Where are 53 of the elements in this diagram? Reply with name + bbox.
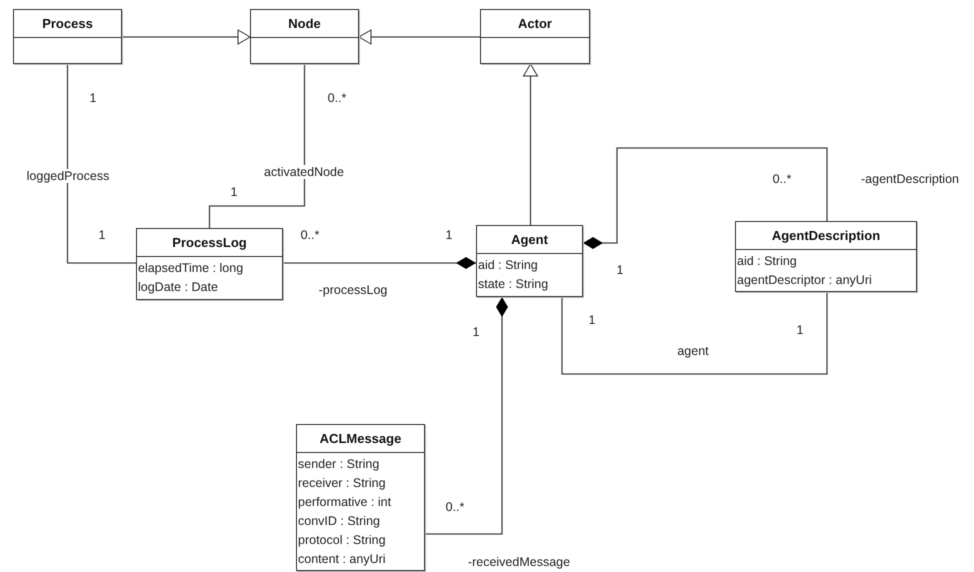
class-name: Process bbox=[14, 10, 121, 38]
composition-line bbox=[583, 147, 828, 249]
generalization-arrow bbox=[122, 30, 250, 44]
generalization-arrow bbox=[358, 30, 480, 44]
class-box bbox=[13, 9, 122, 64]
attribute-text: agentDescriptor : anyUri bbox=[737, 272, 873, 289]
association-line bbox=[66, 64, 136, 264]
class-name: Agent bbox=[477, 226, 582, 254]
multiplicity-label: 1 bbox=[88, 91, 98, 105]
edge-label: -processLog bbox=[318, 283, 388, 297]
generalization-arrow bbox=[523, 64, 538, 225]
multiplicity-label: 1 bbox=[230, 185, 238, 199]
association-line bbox=[208, 64, 306, 228]
class-name: ProcessLog bbox=[137, 229, 282, 257]
multiplicity-label: 0..* bbox=[300, 228, 320, 242]
attribute-text: state : String bbox=[478, 276, 550, 293]
multiplicity-label: 1 bbox=[588, 313, 596, 327]
class-name: ACLMessage bbox=[297, 425, 424, 453]
class-box bbox=[136, 228, 283, 300]
attribute-text: receiver : String bbox=[298, 475, 387, 492]
attribute-text: sender : String bbox=[298, 456, 380, 473]
attribute-text: elapsedTime : long bbox=[138, 260, 244, 277]
attribute-text: performative : int bbox=[298, 494, 392, 511]
composition-line bbox=[283, 257, 476, 269]
class-box bbox=[250, 9, 359, 64]
multiplicity-label: 1 bbox=[796, 323, 804, 337]
attribute-text: logDate : Date bbox=[138, 279, 219, 296]
multiplicity-label: 0..* bbox=[444, 500, 466, 514]
edge-label: loggedProcess bbox=[26, 169, 110, 183]
edge-label: agent bbox=[676, 344, 710, 358]
association-line bbox=[561, 292, 828, 375]
attribute-text: protocol : String bbox=[298, 532, 387, 549]
edge-label: -agentDescription bbox=[860, 172, 960, 186]
composition-line bbox=[425, 297, 508, 535]
multiplicity-label: 1 bbox=[98, 228, 106, 242]
attribute-text: content : anyUri bbox=[298, 551, 387, 568]
class-box bbox=[476, 225, 583, 297]
class-box bbox=[296, 424, 425, 571]
class-box bbox=[480, 9, 590, 64]
multiplicity-label: 0..* bbox=[772, 172, 792, 186]
edge-label: activatedNode bbox=[263, 165, 345, 179]
edge-label: -receivedMessage bbox=[466, 555, 572, 569]
multiplicity-label: 0..* bbox=[326, 91, 348, 105]
multiplicity-label: 1 bbox=[444, 228, 454, 242]
attribute-text: convID : String bbox=[298, 513, 381, 530]
multiplicity-label: 1 bbox=[472, 325, 480, 339]
class-name: Node bbox=[251, 10, 358, 38]
class-name: Actor bbox=[481, 10, 589, 38]
attribute-text: aid : String bbox=[737, 253, 798, 270]
class-box bbox=[735, 221, 917, 292]
attribute-text: aid : String bbox=[478, 257, 539, 274]
class-name: AgentDescription bbox=[736, 222, 916, 250]
multiplicity-label: 1 bbox=[616, 263, 624, 277]
